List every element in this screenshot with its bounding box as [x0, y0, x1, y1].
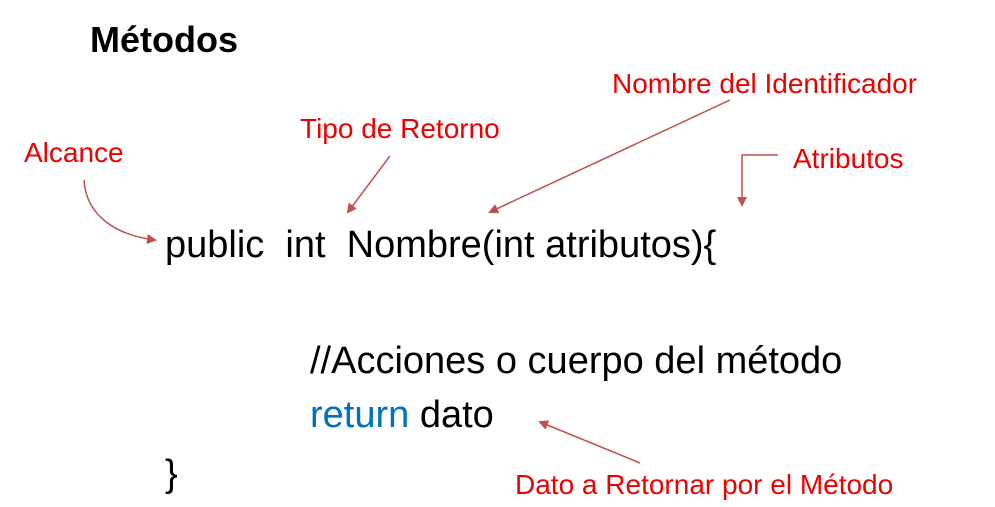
return-value: dato — [409, 394, 494, 436]
arrow-return-value — [538, 420, 641, 464]
arrow-return-type — [346, 155, 391, 214]
arrow-identifier — [488, 99, 731, 214]
label-return-type: Tipo de Retorno — [300, 113, 500, 144]
arrow-attributes — [737, 154, 778, 207]
label-identifier: Nombre del Identificador — [612, 68, 918, 99]
code-comment: //Acciones o cuerpo del método — [310, 340, 843, 382]
code-closing-brace: } — [165, 453, 178, 495]
page-title: Métodos — [90, 19, 238, 60]
code-signature: public int Nombre(int atributos){ — [165, 224, 717, 266]
arrow-scope — [83, 179, 157, 244]
label-scope: Alcance — [24, 137, 124, 168]
label-attributes: Atributos — [793, 143, 904, 174]
code-return-line: return dato — [310, 396, 494, 434]
return-keyword: return — [310, 394, 410, 436]
label-return-value: Dato a Retornar por el Método — [515, 469, 894, 500]
